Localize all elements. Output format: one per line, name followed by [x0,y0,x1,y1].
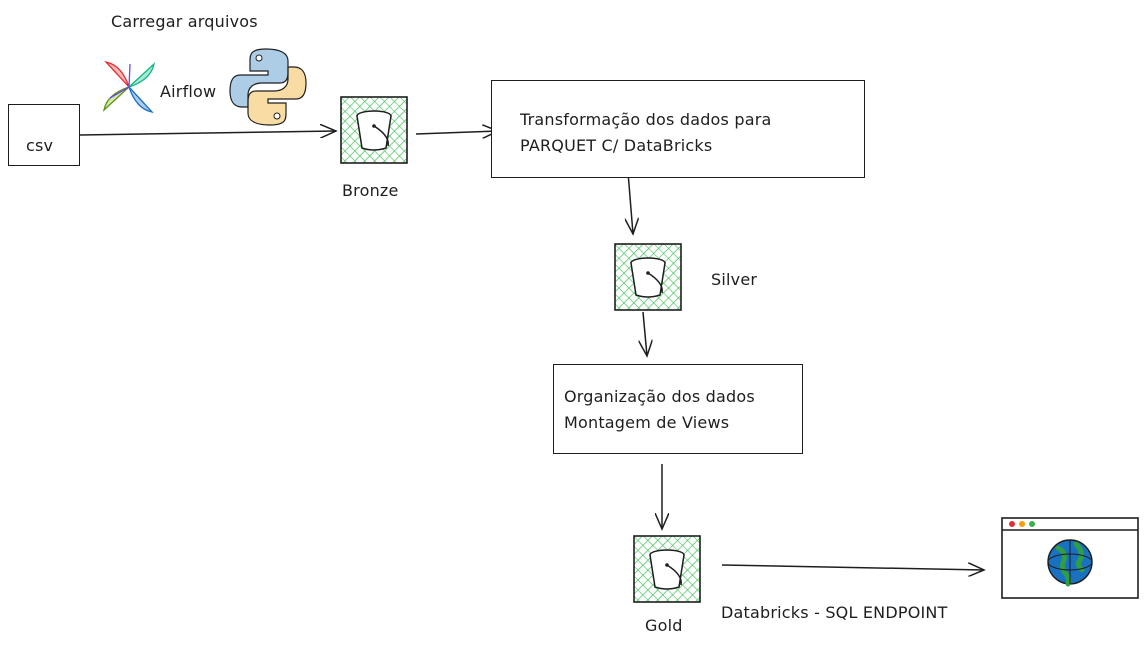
csv-label: csv [26,136,54,155]
bucket-icon [630,257,666,298]
organize-line-1: Organização dos dados [564,387,755,406]
bronze-bucket [340,96,408,164]
upload-label: Carregar arquivos [111,12,258,31]
bucket-icon [649,549,685,590]
arrow-transform-to-silver [628,171,633,234]
arrow-bronze-to-transform [415,131,498,134]
organize-node: Organização dos dados Montagem de Views [553,364,803,454]
sql-endpoint-label: Databricks - SQL ENDPOINT [721,603,948,622]
arrow-silver-to-organize [643,311,647,356]
gold-bucket [633,535,701,603]
transform-line-1: Transformação dos dados para [520,110,772,129]
gold-label: Gold [645,616,683,635]
organize-line-2: Montagem de Views [564,413,730,432]
browser-window-icon [1001,517,1139,599]
globe-icon [1047,539,1093,587]
bronze-label: Bronze [342,181,399,200]
arrow-csv-to-bronze [79,131,336,135]
airflow-logo-icon [102,60,156,114]
silver-bucket [614,243,682,311]
arrow-gold-to-browser [721,565,984,570]
transform-node: Transformação dos dados para PARQUET C/ … [491,80,865,178]
transform-line-2: PARQUET C/ DataBricks [520,136,713,155]
csv-node: csv [8,104,80,166]
silver-label: Silver [711,270,758,289]
bucket-icon [356,110,392,151]
python-logo-icon [229,48,307,126]
airflow-label: Airflow [160,82,217,101]
